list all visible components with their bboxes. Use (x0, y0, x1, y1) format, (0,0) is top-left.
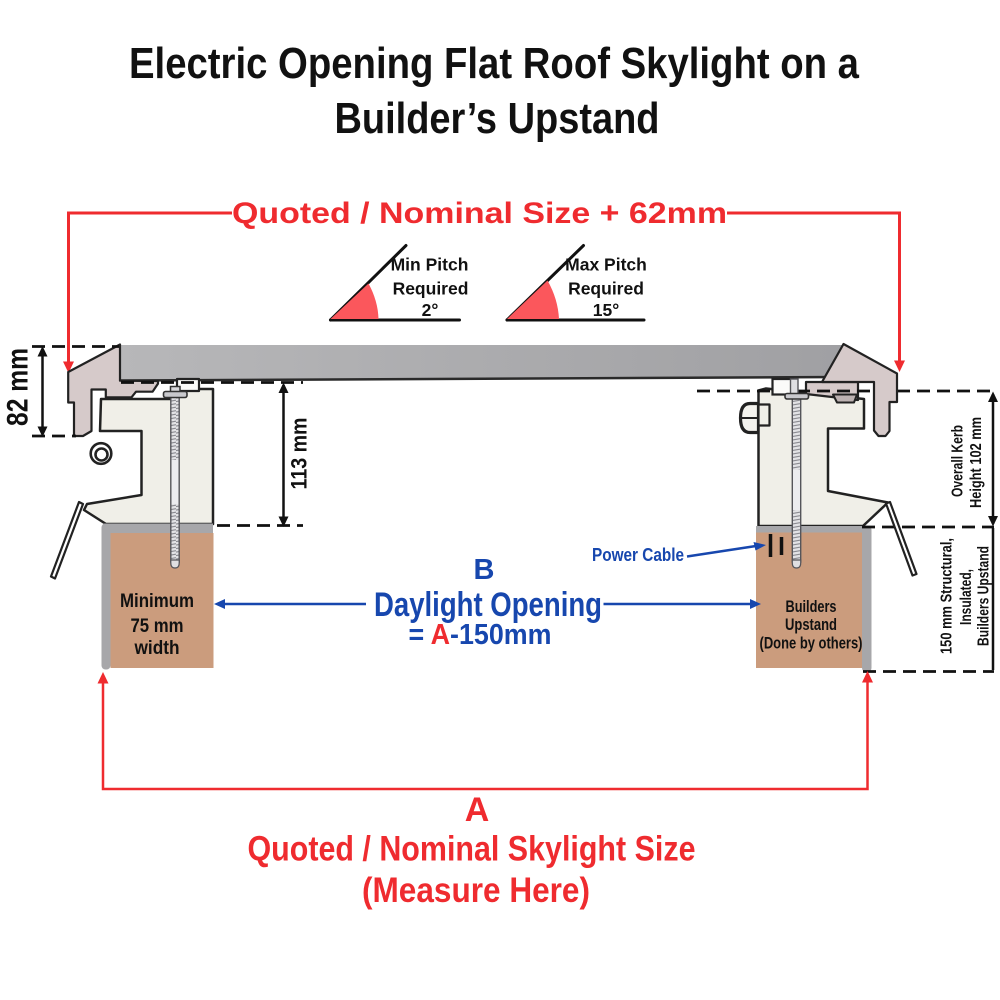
svg-text:Quoted / Nominal Skylight Size: Quoted / Nominal Skylight Size (248, 830, 696, 869)
svg-text:75 mm: 75 mm (131, 616, 184, 637)
svg-text:82 mm: 82 mm (2, 348, 35, 426)
svg-text:Height 102 mm: Height 102 mm (968, 417, 985, 508)
svg-text:Electric Opening Flat Roof Sky: Electric Opening Flat Roof Skylight on a (129, 39, 859, 88)
svg-text:Builder’s Upstand: Builder’s Upstand (335, 94, 660, 143)
svg-text:B: B (474, 554, 495, 586)
svg-text:Builders: Builders (786, 598, 837, 616)
svg-text:Min Pitch: Min Pitch (391, 255, 469, 275)
svg-text:113 mm: 113 mm (287, 418, 312, 490)
svg-text:Insulated,: Insulated, (958, 569, 975, 625)
svg-text:= A-150mm: = A-150mm (409, 619, 552, 651)
svg-text:15°: 15° (593, 300, 619, 320)
svg-text:150 mm Structural,: 150 mm Structural, (939, 538, 956, 654)
svg-text:A: A (465, 791, 490, 829)
svg-text:(Measure Here): (Measure Here) (362, 871, 590, 910)
svg-text:Required: Required (568, 279, 644, 299)
svg-text:Required: Required (393, 279, 469, 299)
svg-text:Builders Upstand: Builders Upstand (976, 546, 993, 646)
svg-text:Quoted / Nominal Size + 62mm: Quoted / Nominal Size + 62mm (232, 197, 727, 230)
svg-text:Overall Kerb: Overall Kerb (950, 425, 967, 497)
svg-text:Upstand: Upstand (785, 616, 837, 634)
svg-text:(Done by others): (Done by others) (760, 635, 863, 653)
svg-text:width: width (134, 638, 180, 659)
svg-text:Max Pitch: Max Pitch (565, 255, 647, 275)
svg-text:2°: 2° (422, 300, 439, 320)
svg-text:Power Cable: Power Cable (592, 544, 684, 565)
svg-text:Minimum: Minimum (120, 591, 194, 612)
svg-text:Daylight Opening: Daylight Opening (374, 586, 602, 624)
